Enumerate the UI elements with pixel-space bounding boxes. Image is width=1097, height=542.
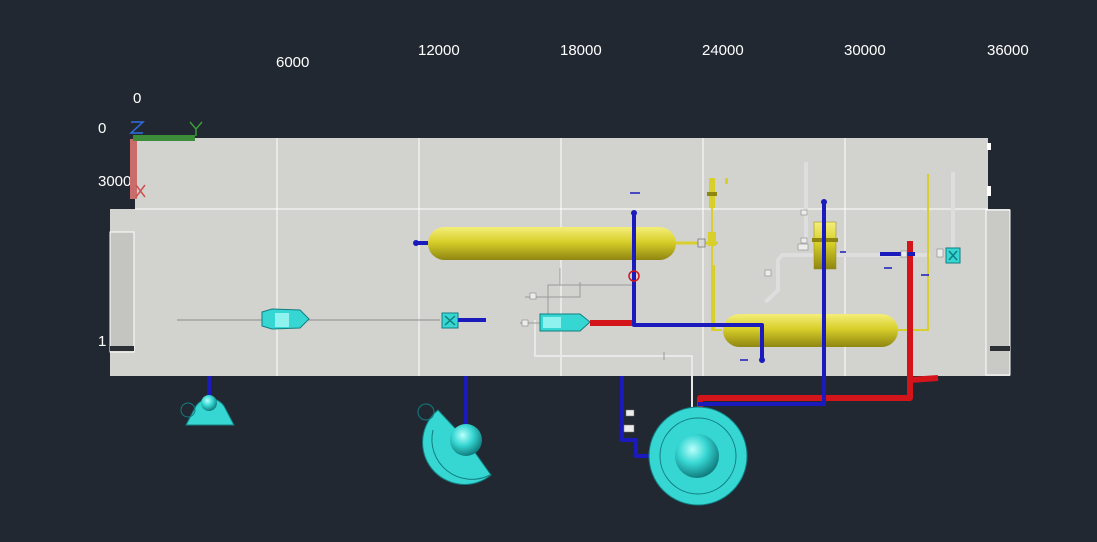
tank-body[interactable] [201,395,217,411]
control-valve-icon[interactable] [628,270,640,282]
ruler-top-label: 30000 [844,42,886,59]
x-axis-icon [130,139,137,199]
y-axis-letter-icon [189,121,203,136]
left-ruler: 0 3000 1 [98,120,131,350]
ruler-left-label: 1 [98,333,106,350]
top-ruler: 6000 12000 18000 24000 30000 36000 0 [133,42,1029,107]
fittings [521,209,944,433]
yellow-instrument [707,178,728,246]
pipe-end-icon [759,357,765,363]
ruler-left-label: 3000 [98,173,131,190]
blue-markers [630,192,929,361]
vessel-shell[interactable] [428,227,676,260]
ruler-origin-label: 0 [133,90,141,107]
middle-lower-tank[interactable] [417,403,492,485]
y-axis-icon [133,135,195,141]
lower-horizontal-vessel[interactable] [723,314,898,347]
left-deck-edge [110,346,134,351]
large-spherical-tank[interactable] [648,406,748,506]
ucs-icon [129,121,203,199]
ruler-top-label: 18000 [560,42,602,59]
silver-pipe [763,162,955,304]
ruler-top-label: 12000 [418,42,460,59]
pipe-end-icon [821,199,827,205]
z-axis-icon [129,121,145,134]
cyan-equipment[interactable] [261,247,961,332]
ruler-top-label: 24000 [702,42,744,59]
vessel-nozzle[interactable] [697,238,706,248]
x-axis-letter-icon [135,184,146,198]
pipe-end-icon [631,210,637,216]
upper-horizontal-vessel[interactable] [413,227,718,260]
deck-marker [987,143,991,150]
ruler-top-label: 36000 [987,42,1029,59]
tank-body[interactable] [450,424,482,456]
deck-marker [987,186,991,196]
tank-body[interactable] [675,434,719,478]
ruler-left-label: 0 [98,120,106,137]
right-deck-edge [990,346,1010,351]
lower-left-tank[interactable] [180,395,235,426]
left-deck-extension [109,231,135,353]
vessel-shell[interactable] [723,314,898,347]
ruler-top-label: 6000 [276,54,309,71]
